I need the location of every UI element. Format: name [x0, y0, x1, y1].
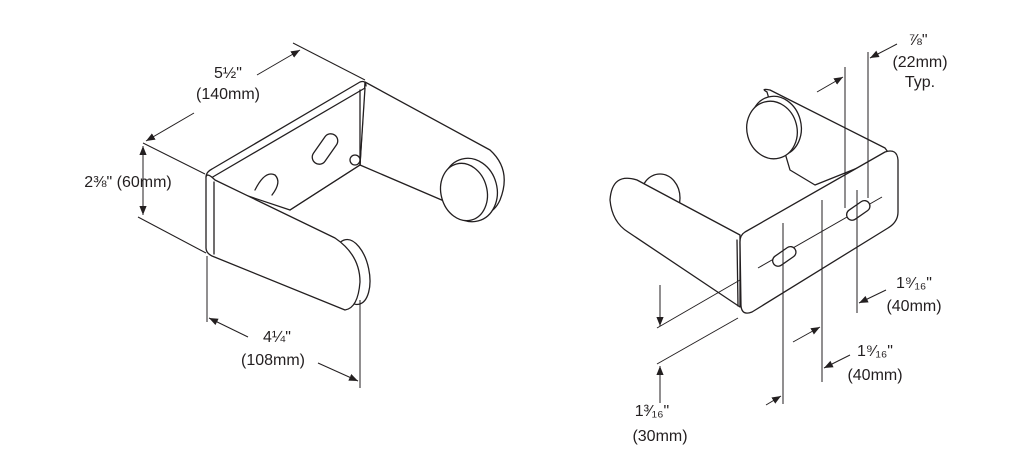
upper-spacing-mm: (40mm) — [886, 298, 941, 315]
lower-spacing-mm: (40mm) — [847, 367, 902, 384]
back-knob-face — [439, 162, 489, 222]
front-arm — [609, 177, 741, 308]
depth-dimension-in: 4¼" — [263, 329, 291, 346]
vertical-offset-mm: (30mm) — [632, 428, 687, 445]
upper-spacing-in: 1⁹⁄₁₆" — [896, 275, 932, 292]
screw-head — [349, 154, 361, 166]
vertical-offset-in: 1³⁄₁₆" — [635, 403, 669, 420]
mounting-plate — [739, 150, 899, 314]
mounting-slot — [845, 199, 871, 221]
width-dimension-mm: (140mm) — [196, 86, 260, 103]
right-dimensions: ⅞" (22mm) Typ. 1⁹⁄₁₆" (40mm) 1⁹⁄₁₆" (40m… — [632, 32, 947, 445]
mounting-slot — [254, 173, 279, 196]
left-isometric-view — [205, 80, 505, 311]
slot-width-note: Typ. — [905, 74, 935, 91]
lower-spacing-in: 1⁹⁄₁₆" — [857, 343, 893, 360]
slot-width-in: ⅞" — [908, 32, 927, 49]
back-knob-face — [746, 100, 798, 160]
depth-dimension-mm: (108mm) — [241, 352, 305, 369]
front-arm — [205, 174, 361, 311]
width-dimension-in: 5½" — [214, 65, 242, 82]
left-dimensions: 5½" (140mm) 2⅜" (60mm) 4¼" (108mm) — [84, 42, 366, 388]
slot-width-mm: (22mm) — [892, 54, 947, 71]
mounting-slot — [771, 245, 797, 267]
right-isometric-view — [609, 88, 899, 314]
height-dimension: 2⅜" (60mm) — [84, 174, 171, 191]
mounting-slot — [311, 133, 339, 165]
